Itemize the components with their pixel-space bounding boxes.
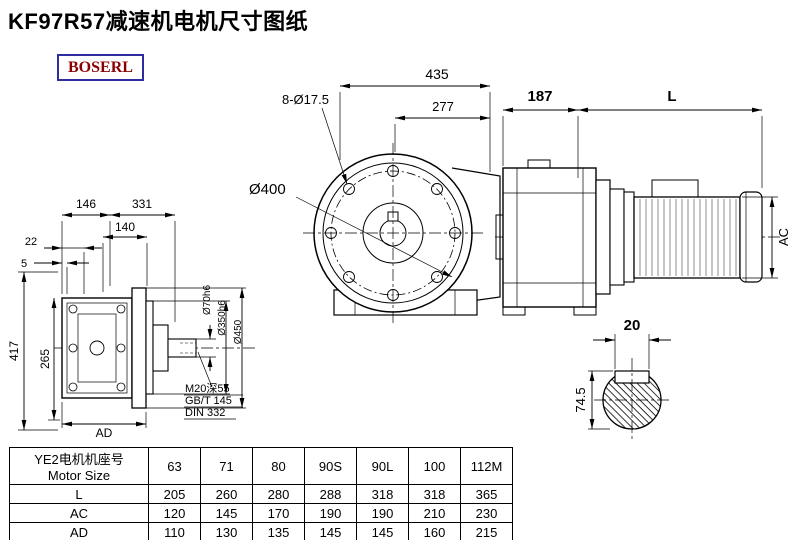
- flange-spigot: [145, 300, 154, 395]
- table-row-AD: AD 110 130 135 145 145 160 215: [9, 522, 513, 540]
- table-row-L: L 205 260 280 288 318 318 365: [9, 484, 513, 504]
- header-line-en: Motor Size: [47, 468, 111, 483]
- size-col-header: 90L: [356, 447, 409, 485]
- size-col-header: 63: [148, 447, 201, 485]
- standard-note-gbt: GB/T 145: [185, 395, 232, 407]
- size-col-header: 100: [408, 447, 461, 485]
- table-header-row: YE2电机机座号 Motor Size 63 71 80 90S 90L 100…: [9, 447, 513, 485]
- brand-logo: BOSERL: [57, 54, 144, 81]
- table-cell: 205: [148, 484, 201, 504]
- row-label: L: [9, 484, 149, 504]
- motor-fins: [639, 199, 737, 276]
- table-cell: 210: [408, 503, 461, 523]
- table-cell: 190: [304, 503, 357, 523]
- table-cell: 160: [408, 522, 461, 540]
- dim-74-5-label: 74.5: [573, 387, 588, 412]
- table-cell: 230: [460, 503, 513, 523]
- table-cell: 190: [356, 503, 409, 523]
- standard-note-din: DIN 332: [185, 407, 225, 419]
- shaft-section-view: 20 74.5: [573, 317, 671, 442]
- header-line-cn: YE2电机机座号: [34, 452, 124, 467]
- row-label: AD: [9, 522, 149, 540]
- table-header-motor-size: YE2电机机座号 Motor Size: [9, 447, 149, 485]
- terminal-box: [651, 179, 699, 198]
- table-cell: 318: [356, 484, 409, 504]
- output-shaft-end: [495, 214, 504, 260]
- side-view: 187 L AC: [495, 88, 791, 316]
- dim-435-label: 435: [425, 66, 449, 82]
- table-cell: 120: [148, 503, 201, 523]
- table-cell: 318: [408, 484, 461, 504]
- dim-265-label: 265: [38, 349, 52, 369]
- size-col-header: 90S: [304, 447, 357, 485]
- dia-70-label: Ø70h6: [202, 285, 213, 315]
- output-flange: [131, 287, 147, 409]
- bolt-holes-note: 8-Ø17.5: [282, 92, 329, 107]
- table-row-AC: AC 120 145 170 190 190 210 230: [9, 503, 513, 523]
- table-cell: 135: [252, 522, 305, 540]
- table-cell: 280: [252, 484, 305, 504]
- dim-187-label: 187: [527, 88, 552, 105]
- row-label: AC: [9, 503, 149, 523]
- motor-body: [633, 196, 741, 279]
- table-cell: 365: [460, 484, 513, 504]
- table-cell: 170: [252, 503, 305, 523]
- dim-146-label: 146: [76, 197, 96, 211]
- dia-400-label: Ø400: [249, 181, 286, 198]
- table-cell: 215: [460, 522, 513, 540]
- dim-140-label: 140: [115, 220, 135, 234]
- page-title: KF97R57减速机电机尺寸图纸: [8, 9, 309, 34]
- table-cell: 260: [200, 484, 253, 504]
- dim-AD-label: AD: [96, 426, 113, 440]
- dia-450-label: Ø450: [233, 319, 244, 344]
- dim-22-label: 22: [25, 236, 37, 248]
- size-col-header: 71: [200, 447, 253, 485]
- hollow-shaft: [167, 338, 197, 358]
- table-cell: 288: [304, 484, 357, 504]
- dim-5-label: 5: [21, 258, 27, 270]
- dim-L-label: L: [667, 88, 676, 105]
- table-cell: 130: [200, 522, 253, 540]
- table-cell: 110: [148, 522, 201, 540]
- left-view: 146 331 140 22 5 417: [7, 197, 258, 440]
- adapter-flange: [595, 179, 611, 295]
- dim-331-label: 331: [132, 197, 152, 211]
- dia-350-label: Ø350h6: [217, 300, 228, 336]
- table-cell: 145: [304, 522, 357, 540]
- dim-417-label: 417: [7, 341, 21, 361]
- dim-AC-label: AC: [776, 228, 791, 246]
- dim-277-label: 277: [432, 99, 454, 114]
- size-col-header: 80: [252, 447, 305, 485]
- technical-drawing: 435 277 8-Ø17.5 Ø400: [7, 66, 791, 442]
- table-cell: 145: [200, 503, 253, 523]
- tap-note: M20深55: [185, 382, 230, 395]
- front-view: 435 277 8-Ø17.5 Ø400: [249, 66, 501, 323]
- motor-size-table: YE2电机机座号 Motor Size 63 71 80 90S 90L 100…: [9, 447, 513, 540]
- table-cell: 145: [356, 522, 409, 540]
- size-col-header: 112M: [460, 447, 513, 485]
- dim-20-label: 20: [624, 317, 641, 334]
- fan-cover: [739, 191, 763, 283]
